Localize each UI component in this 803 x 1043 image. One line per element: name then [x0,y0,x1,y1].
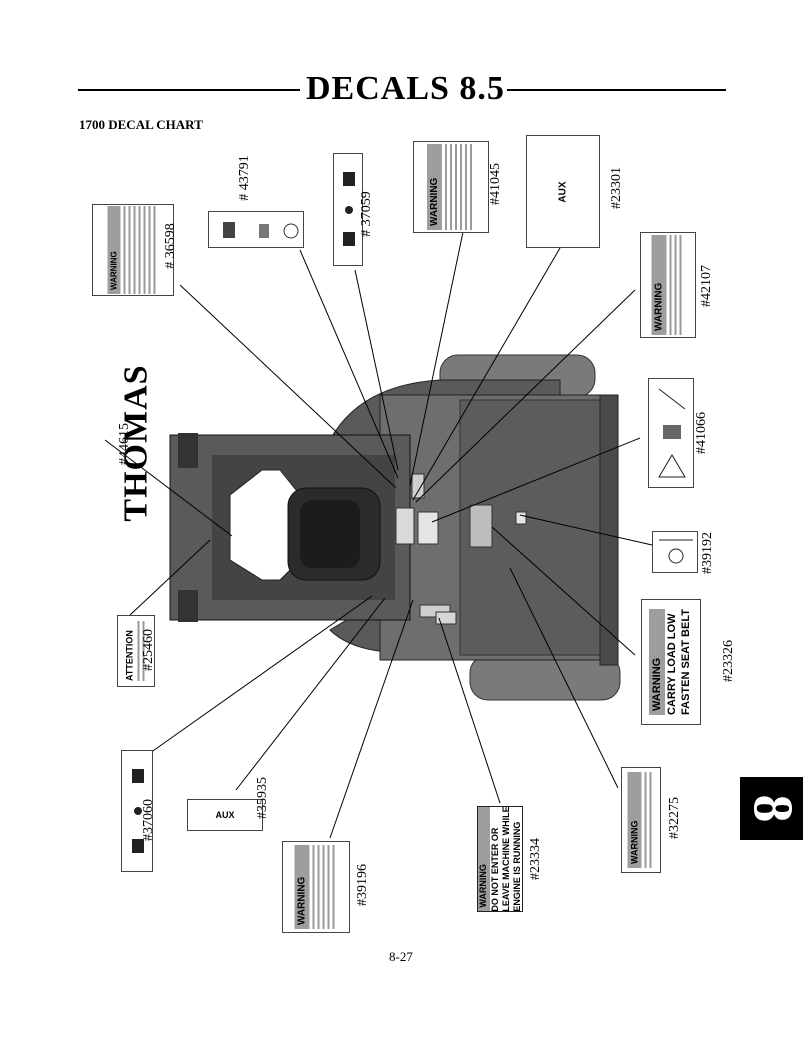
decal-41066 [648,378,694,488]
section-tab: 8 [740,777,803,840]
decal-42107-warning: WARNING [651,235,667,335]
decal-39196-text-lines [312,845,335,929]
decal-23326-number: #23326 [721,640,736,682]
decal-43791 [208,211,304,248]
decal-23301-label: AUX [557,180,569,203]
decal-23301: AUX [526,135,600,248]
decal-43791-symbols [223,222,299,239]
decal-37060 [121,750,153,872]
decal-32275-number: #32275 [667,797,682,839]
decal-23326-warning: WARNING [649,609,665,715]
decal-36598: WARNING [92,204,174,296]
decal-32275-warning: WARNING [627,772,642,868]
decal-43791-number: # 43791 [236,155,252,201]
decal-35935-label: AUX [215,810,235,820]
decal-39192-number: #39192 [700,532,715,574]
decal-37059-number: # 37059 [358,191,374,237]
decal-32275: WARNING [621,767,661,873]
decal-39196-number: #39196 [355,864,370,906]
decal-42107-number: #42107 [699,265,714,307]
decal-23334-line3: ENGINE IS RUNNING [512,821,522,912]
header-rule-left [78,89,300,91]
chart-subtitle: 1700 DECAL CHART [79,117,203,132]
decal-39192 [652,531,698,573]
section-tab-label: 8 [741,794,803,823]
decal-37060-symbols [132,769,144,853]
decal-37060-number: #37060 [141,799,156,841]
decal-25460-attention: ATTENTION [124,630,135,681]
decal-39196-warning: WARNING [294,845,310,929]
decal-41045-text-lines [445,144,472,230]
decal-39192-symbols [659,539,693,564]
decal-42107-text-lines [669,235,682,335]
decal-41045-number: #41045 [488,163,503,205]
decal-23334-warning: WARNING [478,807,490,911]
decal-37059-symbols [343,172,355,246]
decal-35935: AUX [187,799,263,831]
decal-36598-number: # 36598 [162,223,178,269]
decal-23334-number: #23334 [528,838,543,880]
decal-23326-line1: CARRY LOAD LOW [666,613,678,715]
decal-36598-warning: WARNING [107,206,121,294]
decal-41066-symbols [658,388,686,478]
decal-32275-text-lines [644,772,652,868]
page-title: DECALS 8.5 [306,70,505,107]
decal-25460: ATTENTION [117,615,155,687]
decal-35935-number: #35935 [255,777,270,819]
decal-23334: WARNING DO NOT ENTER OR LEAVE MACHINE WH… [477,806,523,912]
decal-44615-number: #44615 [117,423,132,465]
decal-23334-line1: DO NOT ENTER OR [490,827,500,912]
decal-37059 [333,153,363,266]
header-rule-right [507,89,726,91]
page-number: 8-27 [389,949,413,964]
decal-25460-number: #25460 [141,629,156,671]
decal-39196: WARNING [282,841,350,933]
decal-23334-line2: LEAVE MACHINE WHILE [501,806,511,912]
decal-41066-number: #41066 [694,412,709,454]
decal-23326: WARNING CARRY LOAD LOW FASTEN SEAT BELT [641,599,701,725]
decal-41045-warning: WARNING [427,144,442,230]
decal-41045: WARNING [413,141,489,233]
decal-23301-number: #23301 [609,167,624,209]
decal-36598-text-lines [123,206,156,294]
decal-23326-line2: FASTEN SEAT BELT [680,609,692,715]
decal-42107: WARNING [640,232,696,338]
